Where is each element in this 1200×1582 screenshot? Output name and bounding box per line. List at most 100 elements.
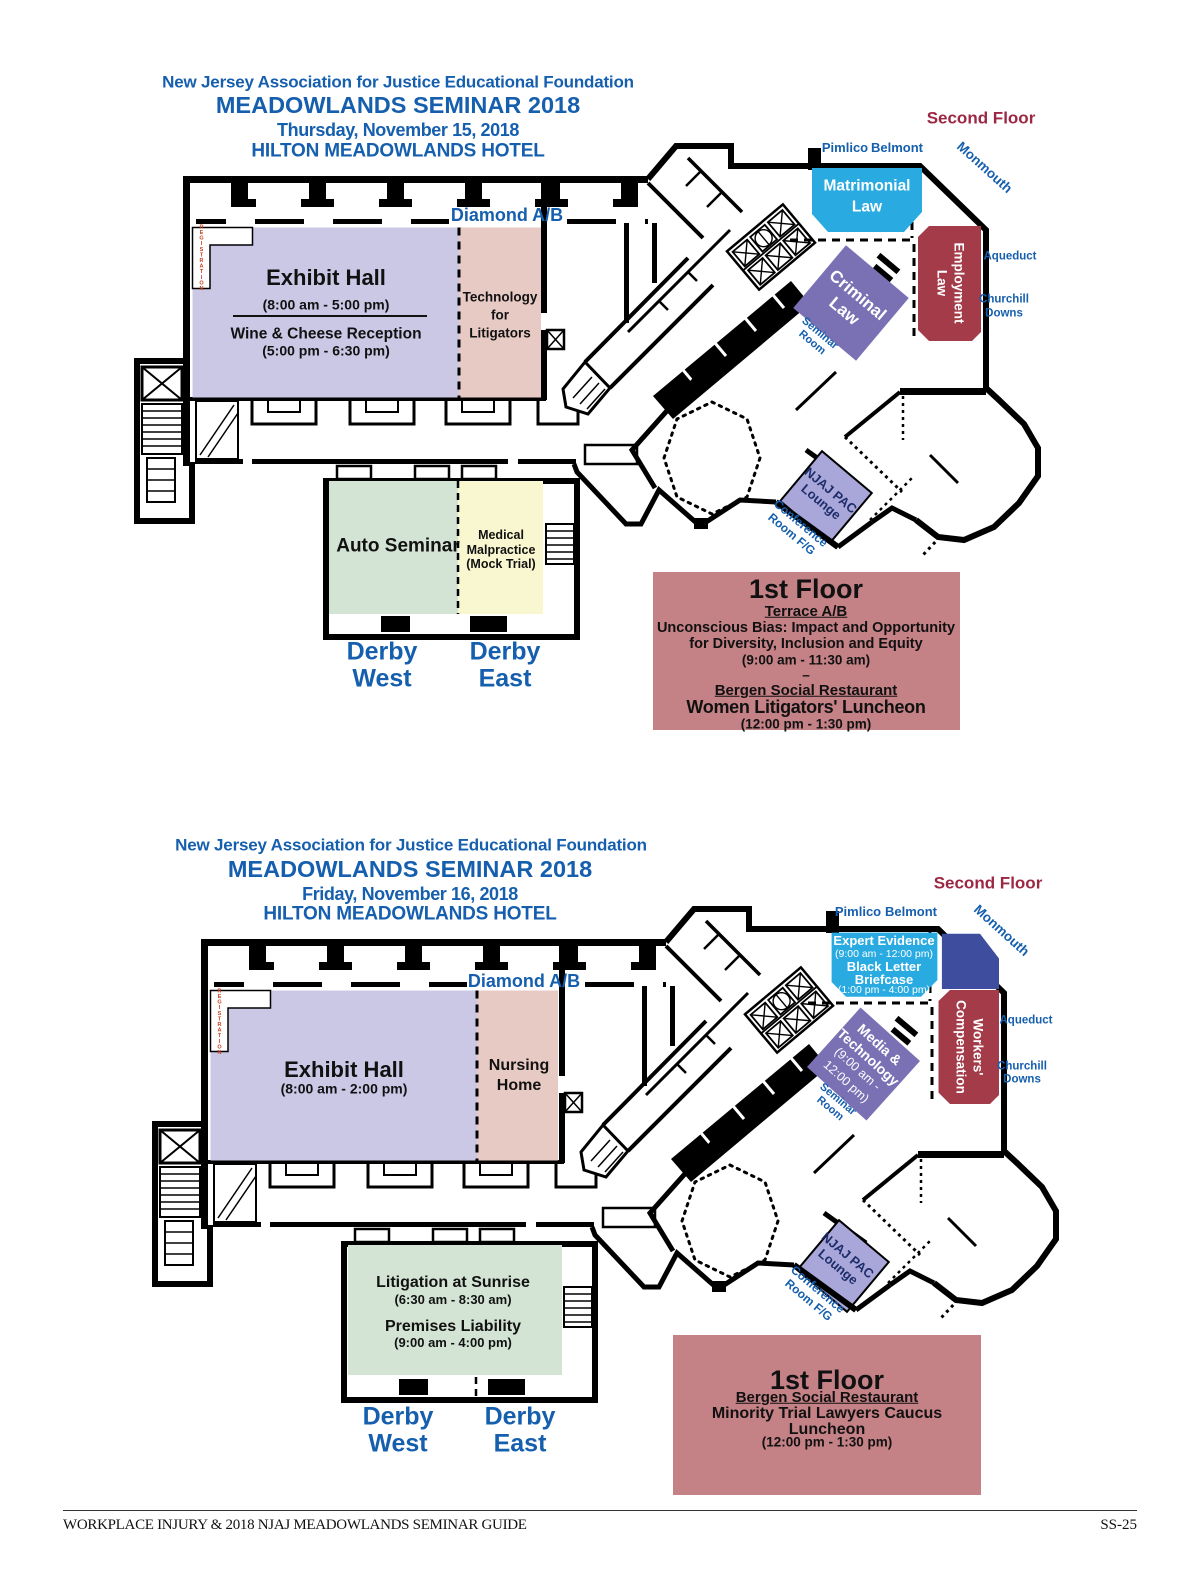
plan2-nursing-label-1: Nursing	[488, 1057, 550, 1075]
plan2-header-date: Friday, November 16, 2018	[302, 884, 518, 905]
plan1-technology-label-1: Technology	[462, 289, 538, 305]
plan1-medmal-label-1: Medical	[478, 528, 524, 543]
plan2-churchill-label-1: Churchill	[997, 1060, 1047, 1073]
plan1-exhibit-event: Wine & Cheese Reception	[230, 325, 422, 343]
plan2-header-org: New Jersey Association for Justice Educa…	[175, 835, 647, 855]
plan2-registration-area	[209, 989, 272, 1053]
plan1-technology-area	[459, 227, 541, 398]
plan1-first-floor-event2: Women Litigators' Luncheon	[686, 697, 926, 718]
plan1-first-floor-box	[653, 572, 960, 730]
plan1-header-org: New Jersey Association for Justice Educa…	[162, 72, 634, 92]
plan2-expert-area	[831, 932, 938, 997]
plan1-first-floor-title: 1st Floor	[748, 574, 864, 605]
plan2-derby-west-label-1: Derby	[362, 1402, 434, 1431]
plan2-first-floor-event1-line2: Luncheon	[788, 1421, 866, 1439]
plan2-first-floor-box	[673, 1335, 981, 1495]
plan1-auto-seminar-label: Auto Seminar	[336, 535, 460, 557]
plan2-nursing-label-2: Home	[496, 1077, 542, 1095]
plan1-technology-label-2: for	[491, 307, 509, 323]
plan2-pimlico-label: Pimlico	[834, 903, 882, 919]
plan2-lounge-wall	[792, 1262, 858, 1313]
plan1-floor-tag: Second Floor	[926, 108, 1036, 128]
plan2-diamond-label: Diamond A/B	[467, 971, 581, 992]
plan1-header-title: MEADOWLANDS SEMINAR 2018	[215, 92, 581, 119]
plan2-workers-line1: Workers'	[970, 1018, 986, 1076]
plan2-header-title: MEADOWLANDS SEMINAR 2018	[227, 856, 593, 883]
plan2-exhibit-time: (8:00 am - 2:00 pm)	[280, 1080, 408, 1097]
plan1-first-floor-event1-line1: Unconscious Bias: Impact and Opportunity	[656, 619, 956, 636]
plan1-medmal-label-2: Malpractice	[466, 543, 536, 558]
plan1-header-date: Thursday, November 15, 2018	[277, 120, 519, 141]
plan2-aqueduct-label: Aqueduct	[999, 1014, 1053, 1027]
plan2-workers-comp-area	[938, 990, 999, 1104]
plan1-first-floor-venue2: Bergen Social Restaurant	[714, 681, 898, 699]
plan1-registration-area	[191, 226, 254, 290]
plan2-expert-label-4: Briefcase	[854, 971, 914, 987]
footer-right: SS-25	[1100, 1517, 1137, 1533]
plan2-header-venue: HILTON MEADOWLANDS HOTEL	[263, 903, 557, 925]
plan1-first-floor-event2-time: (12:00 pm - 1:30 pm)	[740, 716, 872, 732]
plan2-exhibit-hall-label: Exhibit Hall	[284, 1056, 404, 1082]
plan1-derby-east-label-2: East	[478, 664, 532, 693]
plan1-churchill-label-1: Churchill	[979, 293, 1029, 306]
plan1-room-overlays	[191, 168, 981, 730]
plan1-derby-west-label-1: Derby	[346, 637, 418, 666]
plan2-premises-label-2: (9:00 am - 4:00 pm)	[394, 1334, 512, 1350]
plan2-expert-label-3: Black Letter	[846, 958, 922, 974]
plan1-employment-area	[918, 226, 981, 341]
plan1-header-venue: HILTON MEADOWLANDS HOTEL	[251, 140, 545, 162]
plan1-exhibit-hall-area	[192, 227, 459, 398]
plan2-indigo-room-area	[941, 933, 999, 989]
plan1-aqueduct-label: Aqueduct	[983, 250, 1037, 263]
plan1-employment-line1: Employment	[951, 242, 967, 324]
plan2-first-floor-event1-line1: Minority Trial Lawyers Caucus	[711, 1405, 943, 1423]
plan2-derby-east-label-1: Derby	[484, 1402, 556, 1431]
plan2-first-floor-venue1: Bergen Social Restaurant	[735, 1388, 919, 1406]
plan2-expert-label-5: (1:00 pm - 4:00 pm)	[837, 984, 931, 997]
plan2-registration-label: REGISTRATION	[216, 987, 223, 1056]
plan2-floor-tag: Second Floor	[933, 873, 1043, 893]
plan2-expert-label-1: Expert Evidence	[833, 932, 935, 948]
plan2-sunrise-label-2: (6:30 am - 8:30 am)	[394, 1291, 512, 1307]
plan1-registration-label: REGISTRATION	[198, 224, 205, 292]
plan2-nursing-area	[477, 990, 558, 1161]
plan2-workers-comp-label: Workers'Compensation	[953, 1000, 986, 1094]
plan1-medmal-area	[458, 481, 543, 614]
plan1-exhibit-hall-label: Exhibit Hall	[266, 264, 386, 290]
plan2-room-overlays	[209, 932, 999, 1495]
plan1-belmont-label: Belmont	[871, 139, 923, 155]
plan1-matrimonial-label-2: Law	[851, 198, 883, 216]
plan2-lounge-area	[795, 1218, 891, 1314]
plan1-first-floor-venue1: Terrace A/B	[764, 602, 848, 620]
plan1-pimlico-label: Pimlico	[821, 139, 869, 155]
plan1-diamond-label: Diamond A/B	[450, 205, 564, 226]
footer-rule	[63, 1510, 1137, 1512]
plan2-first-floor-title: 1st Floor	[769, 1365, 885, 1396]
plan1-exhibit-time: (8:00 am - 5:00 pm)	[262, 296, 390, 313]
plan1-first-floor-separator: –	[802, 667, 810, 683]
plan2-expert-label-2: (9:00 am - 12:00 pm)	[834, 947, 934, 960]
plan2-derby-west-label-2: West	[368, 1429, 428, 1458]
plan1-derby-west-label-2: West	[352, 664, 412, 693]
plan1-lounge-wall	[774, 499, 840, 550]
footer-left: WORKPLACE INJURY & 2018 NJAJ MEADOWLANDS…	[63, 1517, 527, 1533]
plan1-first-floor-event1-line2: for Diversity, Inclusion and Equity	[689, 635, 923, 652]
plan2-first-floor-event1-time: (12:00 pm - 1:30 pm)	[761, 1434, 893, 1450]
plan2-sunrise-label-1: Litigation at Sunrise	[376, 1274, 530, 1292]
plan1-churchill-label-2: Downs	[985, 307, 1023, 320]
plan2-media-tech-area	[807, 1007, 920, 1121]
plan1-employment-line2: Law	[935, 269, 950, 297]
plan1-criminal-area	[793, 245, 909, 361]
plan2-premises-label-1: Premises Liability	[384, 1318, 522, 1336]
plan1-medmal-label-3: (Mock Trial)	[466, 557, 536, 572]
plan2-sunrise-area	[348, 1245, 562, 1375]
plan2-belmont-label: Belmont	[885, 903, 937, 919]
plan1-first-floor-event1-time: (9:00 am - 11:30 am)	[741, 652, 871, 668]
plan1-derby-east-label-1: Derby	[469, 637, 541, 666]
plan2-workers-line2: Compensation	[954, 1000, 969, 1094]
plan1-auto-seminar-area	[329, 481, 458, 614]
plan1-exhibit-event-time: (5:00 pm - 6:30 pm)	[262, 342, 390, 359]
